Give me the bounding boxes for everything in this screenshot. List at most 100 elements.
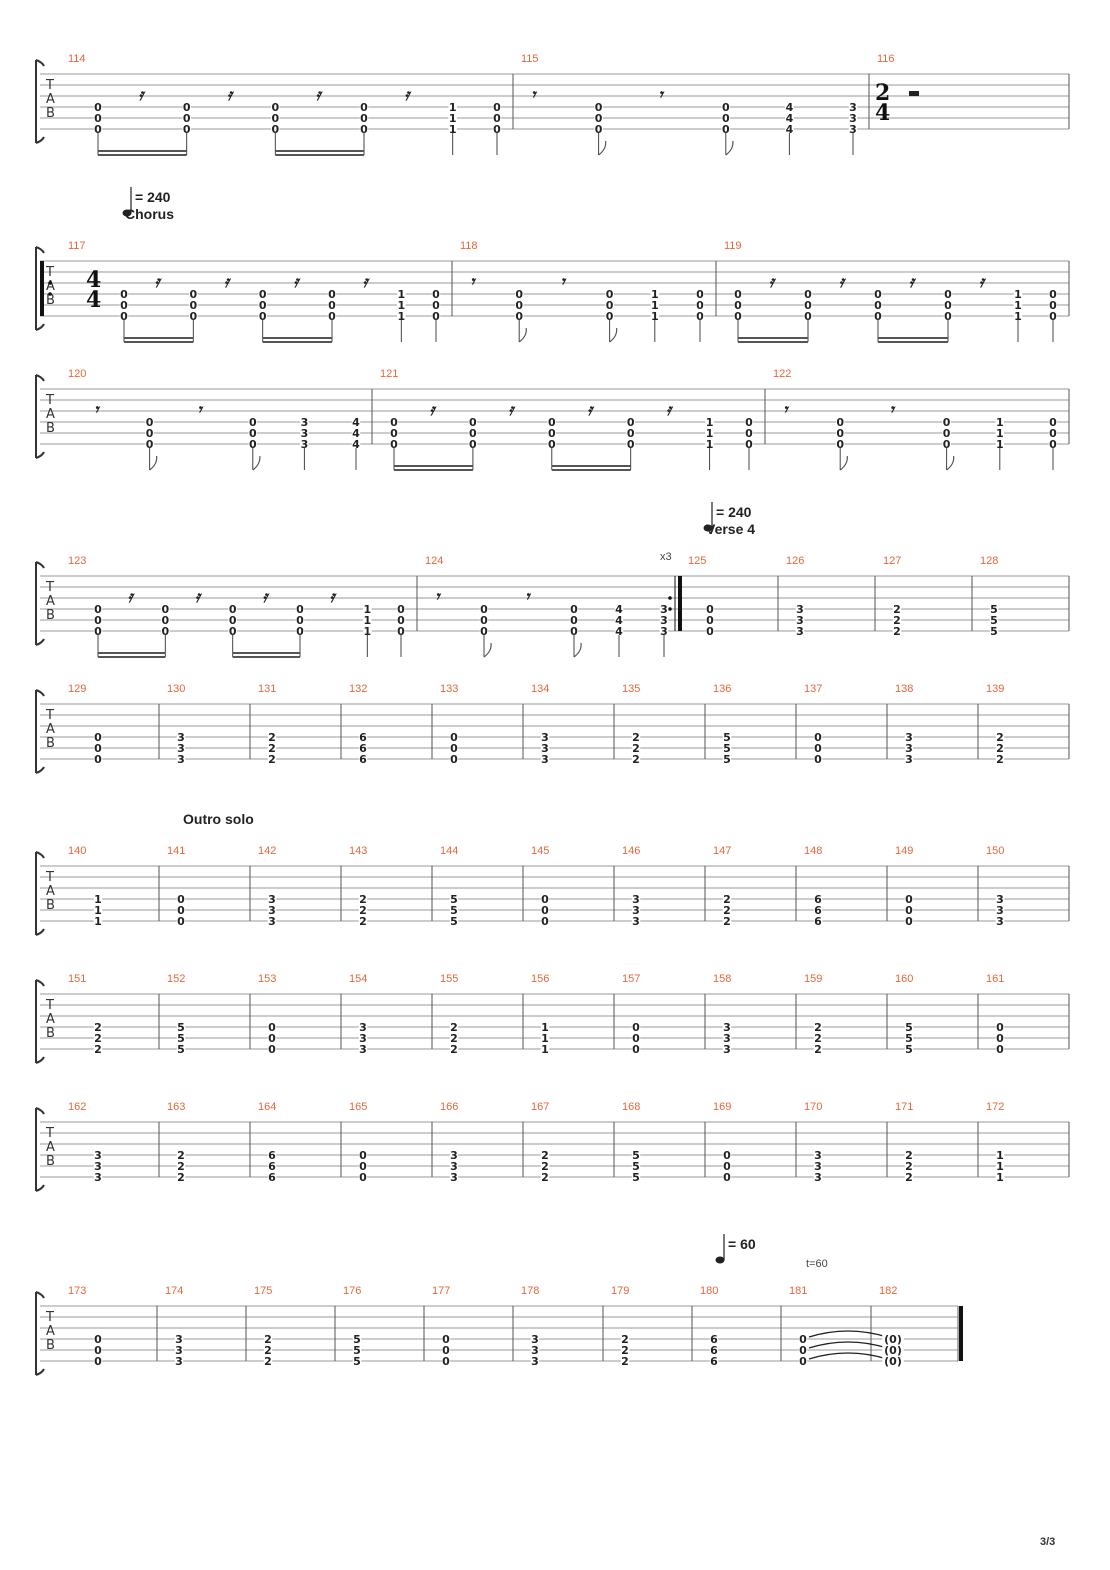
- fret-number: 5: [177, 1032, 185, 1045]
- fret-number: 2: [723, 893, 731, 906]
- fret-bg: [547, 439, 557, 449]
- fret-bg: [540, 743, 550, 753]
- fret-number: 1: [449, 123, 457, 136]
- fret-number: 0: [874, 299, 882, 312]
- fret-number: 2: [893, 625, 901, 638]
- fret-bg: [93, 102, 103, 112]
- fret-bg: [267, 1022, 277, 1032]
- fret-number: 0: [541, 904, 549, 917]
- measure-number: 178: [521, 1285, 539, 1297]
- fret-bg: [540, 1022, 550, 1032]
- fret-number: 0: [450, 731, 458, 744]
- fret-bg: [659, 626, 669, 636]
- fret-bg: [514, 300, 524, 310]
- fret-number: 0: [804, 310, 812, 323]
- fret-number: 0: [146, 438, 154, 451]
- fret-number: 3: [94, 1160, 102, 1173]
- fret-bg: [93, 1161, 103, 1171]
- tab-clef-letter: A: [46, 1324, 55, 1339]
- fret-number: 4: [786, 101, 794, 114]
- measure-number: 156: [531, 973, 549, 985]
- fret-bg: [995, 417, 1005, 427]
- measure-number: 167: [531, 1101, 549, 1113]
- measure-number: 177: [432, 1285, 450, 1297]
- measure-number: 117: [68, 240, 86, 252]
- tab-clef-letter: B: [46, 736, 55, 751]
- fret-number: (0): [884, 1355, 902, 1368]
- fret-number: 3: [94, 1149, 102, 1162]
- fret-bg: [904, 916, 914, 926]
- fret-number: 0: [541, 893, 549, 906]
- tie-arc: [808, 1341, 888, 1349]
- fret-number: 0: [570, 625, 578, 638]
- fret-bg: [358, 894, 368, 904]
- measure-number: 137: [804, 683, 822, 695]
- fret-bg: [176, 905, 186, 915]
- fret-bg: [358, 1033, 368, 1043]
- fret-bg: [835, 417, 845, 427]
- fret-number: 0: [162, 603, 170, 616]
- fret-number: 0: [548, 438, 556, 451]
- measure-number: 162: [68, 1101, 86, 1113]
- fret-number: 0: [94, 101, 102, 114]
- system-bracket: [35, 1107, 45, 1192]
- fret-number: 1: [996, 427, 1004, 440]
- fret-bg: [1048, 300, 1058, 310]
- fret-bg: [449, 916, 459, 926]
- repeat-dot: [48, 281, 52, 285]
- fret-bg: [189, 289, 198, 299]
- fret-bg: [267, 743, 277, 753]
- fret-bg: [873, 289, 883, 299]
- fret-bg: [174, 1345, 184, 1355]
- fret-bg: [705, 615, 715, 625]
- measure-number: 114: [68, 53, 86, 65]
- fret-bg: [271, 124, 280, 134]
- fret-bg: [93, 1334, 103, 1344]
- eighth-flag: [946, 455, 955, 471]
- fret-bg: [441, 1345, 451, 1355]
- fret-bg: [352, 1334, 362, 1344]
- sixteenth-rest: 𝄿: [330, 587, 338, 606]
- fret-number: 3: [905, 753, 913, 766]
- fret-number: 5: [177, 1021, 185, 1034]
- fret-bg: [514, 311, 524, 321]
- measure-number: 119: [724, 240, 742, 252]
- fret-bg: [904, 743, 914, 753]
- fret-bg: [631, 754, 641, 764]
- fret-number: 0: [94, 603, 102, 616]
- fret-number: 4: [352, 427, 360, 440]
- fret-bg: [449, 732, 459, 742]
- fret-number: 0: [272, 112, 280, 125]
- fret-bg: [228, 615, 237, 625]
- fret-number: 1: [541, 1032, 549, 1045]
- sixteenth-rest: 𝄿: [508, 400, 516, 419]
- fret-bg: [995, 439, 1005, 449]
- fret-number: 3: [541, 753, 549, 766]
- tab-clef-letter: B: [46, 898, 55, 913]
- tempo-note-head: [703, 524, 713, 532]
- fret-number: 0: [722, 101, 730, 114]
- sixteenth-rest: 𝄿: [262, 587, 270, 606]
- fret-number: 0: [94, 625, 102, 638]
- fret-number: 5: [450, 904, 458, 917]
- fret-number: 3: [268, 904, 276, 917]
- fret-bg: [93, 1022, 103, 1032]
- fret-number: 0: [120, 299, 128, 312]
- fret-number: 0: [328, 299, 336, 312]
- fret-number: 6: [814, 893, 822, 906]
- fret-bg: [358, 743, 368, 753]
- sixteenth-rest: 𝄿: [316, 85, 324, 104]
- fret-number: 0: [94, 731, 102, 744]
- fret-number: 0: [1049, 310, 1057, 323]
- measure-number: 159: [804, 973, 822, 985]
- fret-number: 0: [814, 742, 822, 755]
- fret-number: 0: [249, 416, 257, 429]
- fret-bg: [93, 1044, 103, 1054]
- measure-number: 141: [167, 845, 185, 857]
- sixteenth-rest: 𝄿: [227, 85, 235, 104]
- fret-bg: [659, 604, 669, 614]
- fret-bg: [803, 289, 813, 299]
- fret-number: 5: [990, 614, 998, 627]
- section-label: Verse 4: [706, 521, 755, 537]
- fret-bg: [358, 1044, 368, 1054]
